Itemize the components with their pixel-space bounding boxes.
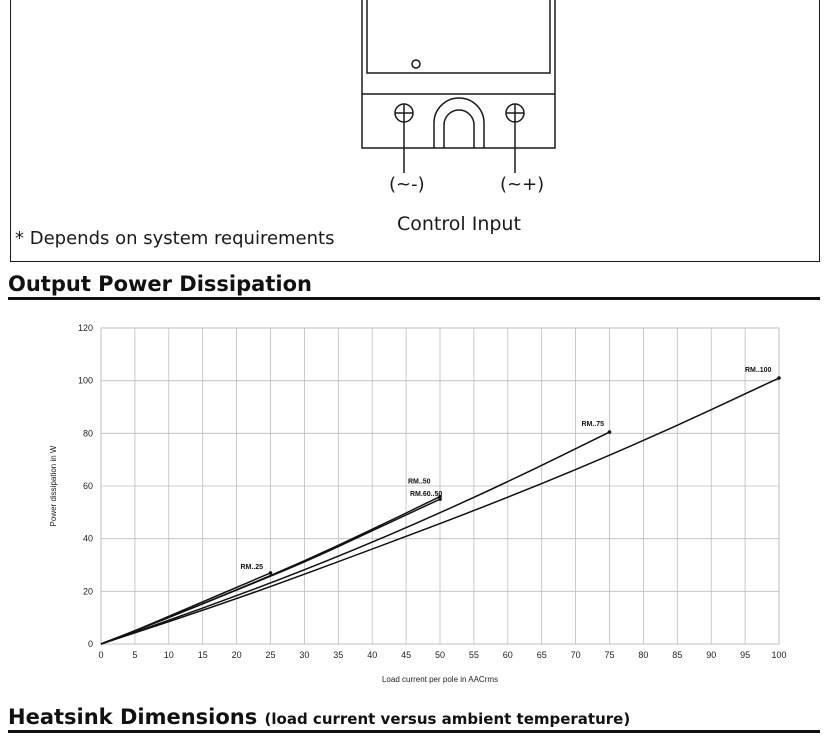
mounting-slot bbox=[433, 97, 485, 148]
x-tick-label: 75 bbox=[604, 650, 614, 660]
x-tick-label: 20 bbox=[232, 650, 242, 660]
x-axis-label: Load current per pole in AACrms bbox=[382, 675, 498, 684]
y-tick-label: 40 bbox=[83, 534, 93, 544]
output-power-title: Output Power Dissipation bbox=[8, 272, 312, 296]
x-tick-label: 50 bbox=[435, 650, 445, 660]
series-end-point bbox=[438, 497, 442, 501]
heatsink-subtitle: (load current versus ambient temperature… bbox=[264, 710, 631, 728]
x-tick-label: 30 bbox=[299, 650, 309, 660]
y-axis-label: Power dissipation in W bbox=[49, 445, 58, 526]
x-tick-label: 80 bbox=[638, 650, 648, 660]
control-input-label: Control Input bbox=[397, 213, 521, 235]
relay-body bbox=[361, 0, 556, 149]
heatsink-title: Heatsink Dimensions (load current versus… bbox=[8, 705, 630, 729]
series-label: RM..100 bbox=[745, 367, 772, 374]
series-label: RM.60..50 bbox=[410, 491, 442, 498]
x-tick-label: 70 bbox=[571, 650, 581, 660]
chart-ticks: 0 5 10 15 20 25 30 35 40 45 50 55 60 65 70 75 80 85 90 95 10… bbox=[78, 323, 787, 660]
series-label: RM..50 bbox=[408, 479, 431, 486]
section-rule bbox=[8, 730, 820, 733]
x-tick-label: 100 bbox=[771, 650, 786, 660]
series-end-point bbox=[777, 376, 781, 380]
x-tick-label: 25 bbox=[265, 650, 275, 660]
x-tick-label: 5 bbox=[132, 650, 137, 660]
y-tick-label: 60 bbox=[83, 481, 93, 491]
heatsink-title-main: Heatsink Dimensions bbox=[8, 705, 258, 729]
terminal-right-label: (~+) bbox=[500, 174, 545, 195]
x-tick-label: 15 bbox=[198, 650, 208, 660]
x-tick-label: 85 bbox=[672, 650, 682, 660]
y-tick-label: 20 bbox=[83, 586, 93, 596]
chart-grid bbox=[100, 327, 780, 645]
x-tick-label: 10 bbox=[164, 650, 174, 660]
series-label: RM..75 bbox=[582, 421, 605, 428]
plot-frame bbox=[100, 327, 780, 645]
x-tick-label: 35 bbox=[333, 650, 343, 660]
series-end-point bbox=[438, 494, 442, 499]
x-tick-label: 40 bbox=[367, 650, 377, 660]
y-tick-label: 0 bbox=[88, 639, 93, 649]
section-rule bbox=[8, 297, 820, 300]
x-tick-label: 55 bbox=[469, 650, 479, 660]
y-tick-label: 120 bbox=[78, 323, 93, 333]
series-end-point bbox=[607, 430, 612, 434]
relay-outline-drawing bbox=[361, 0, 556, 173]
terminal-left-label: (~-) bbox=[389, 174, 425, 195]
series-line bbox=[100, 377, 780, 645]
x-tick-label: 45 bbox=[401, 650, 411, 660]
led-indicator bbox=[411, 59, 421, 69]
relay-window bbox=[366, 0, 551, 74]
chart-series bbox=[100, 376, 781, 645]
y-tick-label: 80 bbox=[83, 428, 93, 438]
footnote: * Depends on system requirements bbox=[15, 228, 335, 249]
x-tick-label: 0 bbox=[98, 650, 103, 660]
series-line bbox=[100, 498, 441, 645]
power-dissipation-chart: 0 5 10 15 20 25 30 35 40 45 50 55 60 65 70 75 80 85 90 95 10… bbox=[49, 323, 787, 684]
y-tick-label: 100 bbox=[78, 376, 93, 386]
x-tick-label: 95 bbox=[740, 650, 750, 660]
x-tick-label: 65 bbox=[537, 650, 547, 660]
series-line bbox=[100, 431, 610, 645]
series-end-point bbox=[268, 571, 273, 575]
series-label: RM..25 bbox=[241, 564, 264, 571]
x-tick-label: 60 bbox=[503, 650, 513, 660]
x-tick-label: 90 bbox=[706, 650, 716, 660]
relay-drawing: (~-) (~+) Control Input * Depends on sys… bbox=[10, 0, 820, 262]
